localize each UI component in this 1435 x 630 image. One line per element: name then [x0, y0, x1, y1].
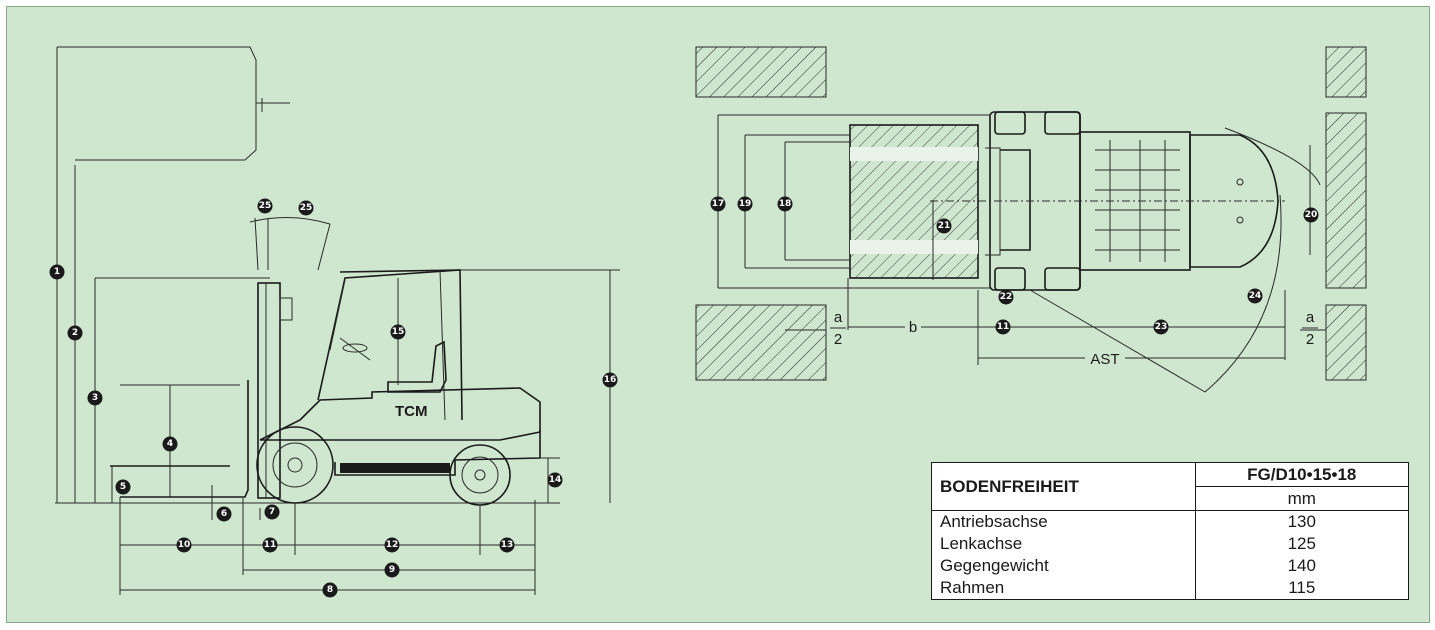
svg-text:11: 11	[997, 322, 1010, 332]
svg-text:22: 22	[1000, 292, 1013, 302]
table-row: Gegengewicht 140	[931, 555, 1410, 577]
truck-brand: TCM	[395, 403, 428, 420]
svg-text:16: 16	[604, 375, 617, 385]
marker-22: 22	[998, 289, 1014, 305]
marker-12: 12	[384, 537, 400, 553]
marker-15: 15	[390, 324, 406, 340]
wall-bottom-left	[695, 304, 827, 381]
table-title: BODENFREIHEIT	[931, 462, 1196, 511]
marker-7: 7	[264, 504, 280, 520]
raised-fork	[57, 46, 257, 161]
row-value: 125	[1194, 533, 1410, 555]
row-value: 130	[1194, 510, 1410, 533]
two-label-left: 2	[834, 331, 842, 348]
svg-text:15: 15	[392, 327, 405, 337]
row-name: Gegengewicht	[931, 555, 1196, 577]
svg-text:19: 19	[739, 199, 752, 209]
a-label-right: a	[1306, 309, 1315, 326]
svg-text:8: 8	[327, 585, 333, 595]
table-row: Lenkachse 125	[931, 533, 1410, 555]
side-view: TCM	[55, 46, 620, 595]
marker-25-right: 25	[298, 200, 314, 216]
rear-wheel	[449, 444, 511, 506]
marker-24: 24	[1247, 288, 1263, 304]
marker-11-top: 11	[995, 319, 1011, 335]
svg-text:18: 18	[779, 199, 792, 209]
marker-16: 16	[602, 372, 618, 388]
wall-right	[1325, 112, 1367, 289]
svg-text:25: 25	[300, 203, 313, 213]
svg-text:3: 3	[92, 393, 98, 403]
svg-text:9: 9	[389, 565, 395, 575]
wall-top-right	[1325, 46, 1367, 98]
svg-text:23: 23	[1155, 322, 1168, 332]
top-view: a 2 a 2 b AST	[695, 46, 1367, 393]
marker-25-left: 25	[257, 198, 273, 214]
seat	[387, 340, 447, 393]
table-row: Antriebsachse 130	[931, 510, 1410, 533]
marker-8: 8	[322, 582, 338, 598]
svg-text:20: 20	[1305, 210, 1318, 220]
marker-2: 2	[67, 325, 83, 341]
marker-1: 1	[49, 264, 65, 280]
overhead-guard	[317, 269, 463, 421]
b-label: b	[909, 319, 917, 336]
truck-body	[259, 387, 541, 441]
marker-18: 18	[777, 196, 793, 212]
svg-text:21: 21	[938, 221, 951, 231]
marker-3: 3	[87, 390, 103, 406]
row-name: Rahmen	[931, 577, 1196, 600]
marker-13: 13	[499, 537, 515, 553]
ast-label: AST	[1090, 351, 1119, 368]
marker-5: 5	[115, 479, 131, 495]
model-header: FG/D10•15•18	[1194, 462, 1410, 487]
svg-text:2: 2	[72, 328, 78, 338]
svg-text:12: 12	[386, 540, 399, 550]
svg-text:14: 14	[549, 475, 562, 485]
row-value: 115	[1194, 577, 1410, 600]
svg-text:25: 25	[259, 201, 272, 211]
row-value: 140	[1194, 555, 1410, 577]
marker-19: 19	[737, 196, 753, 212]
svg-text:24: 24	[1249, 291, 1262, 301]
marker-9: 9	[384, 562, 400, 578]
svg-text:17: 17	[712, 199, 725, 209]
table-row: Rahmen 115	[931, 577, 1410, 600]
svg-text:10: 10	[178, 540, 191, 550]
row-name: Antriebsachse	[931, 510, 1196, 533]
svg-text:1: 1	[54, 267, 60, 277]
ground-clearance-table: BODENFREIHEIT FG/D10•15•18 mm Antriebsac…	[931, 462, 1410, 600]
marker-6: 6	[216, 506, 232, 522]
marker-23: 23	[1153, 319, 1169, 335]
svg-text:7: 7	[269, 507, 275, 517]
two-label-right: 2	[1306, 331, 1314, 348]
marker-14: 14	[547, 472, 563, 488]
row-name: Lenkachse	[931, 533, 1196, 555]
marker-4: 4	[162, 436, 178, 452]
svg-text:5: 5	[120, 482, 126, 492]
front-wheel	[256, 426, 334, 504]
fork	[120, 380, 249, 498]
svg-text:6: 6	[221, 509, 227, 519]
svg-text:4: 4	[167, 439, 173, 449]
marker-11: 11	[262, 537, 278, 553]
a-label-left: a	[834, 309, 843, 326]
svg-text:11: 11	[264, 540, 277, 550]
marker-20: 20	[1303, 207, 1319, 223]
wall-bottom-right	[1325, 304, 1367, 381]
marker-17: 17	[710, 196, 726, 212]
mast	[257, 282, 281, 499]
wall-top-left	[695, 46, 827, 98]
marker-21: 21	[936, 218, 952, 234]
svg-text:13: 13	[501, 540, 514, 550]
marker-10: 10	[176, 537, 192, 553]
unit-header: mm	[1194, 486, 1410, 511]
